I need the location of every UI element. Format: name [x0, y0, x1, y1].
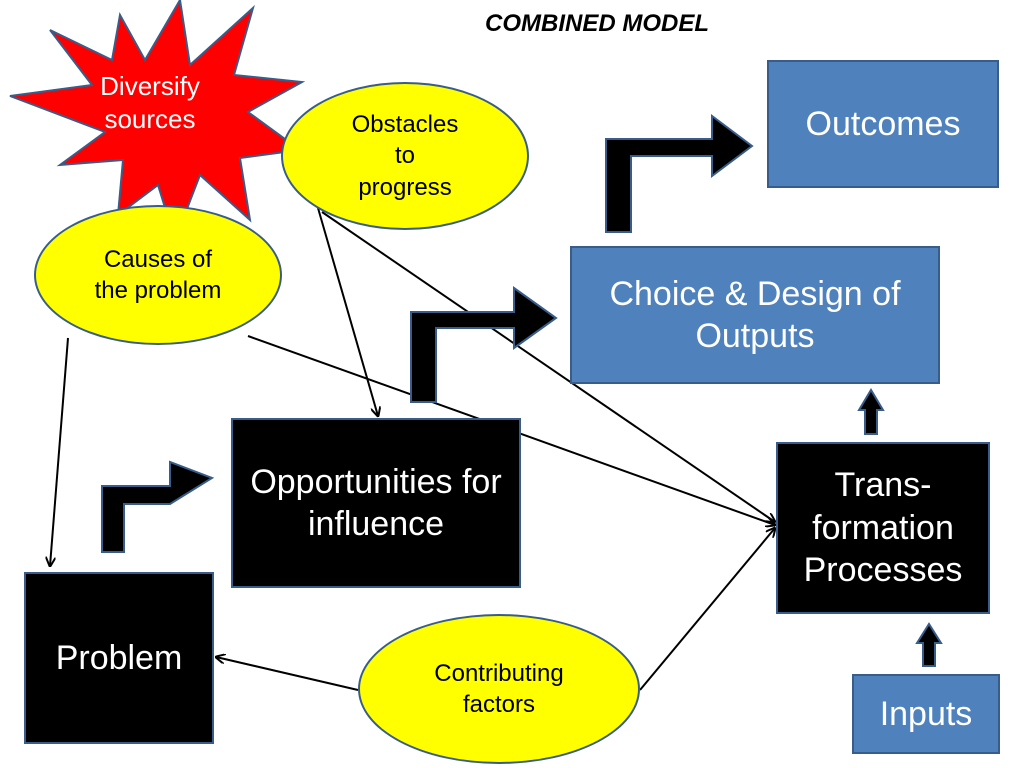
obstacles-oval: Obstacles to progress	[281, 82, 529, 230]
bent-arrow-choice-to-outcomes	[605, 114, 754, 233]
choice-design-box: Choice & Design of Outputs	[570, 246, 940, 384]
transformation-box: Trans-formation Processes	[776, 442, 990, 614]
diversify-sources-label: Diversify sources	[100, 71, 200, 134]
arrow-contributing-to-transformation	[639, 528, 775, 691]
diversify-star	[9, 0, 306, 244]
arrow-obstacles-to-opportunities	[317, 207, 378, 416]
arrow-contributing-to-problem	[216, 657, 359, 691]
arrow-causes-to-problem	[50, 337, 69, 566]
up-arrow-inputs-to-transformation	[915, 622, 943, 667]
bent-arrow-problem-to-opportunities	[101, 460, 215, 553]
causes-oval: Causes of the problem	[34, 205, 282, 345]
problem-box: Problem	[24, 572, 214, 744]
outcomes-box: Outcomes	[767, 60, 999, 188]
up-arrow-transformation-to-choice	[857, 388, 885, 435]
diagram-title: COMBINED MODEL	[485, 10, 709, 37]
contributing-oval: Contributing factors	[358, 614, 640, 764]
bent-arrow-opportunities-to-choice	[410, 286, 558, 403]
inputs-box: Inputs	[852, 674, 1000, 754]
arrow-obstacles-to-transformation	[321, 211, 775, 522]
opportunities-box: Opportunities for influence	[231, 418, 521, 588]
